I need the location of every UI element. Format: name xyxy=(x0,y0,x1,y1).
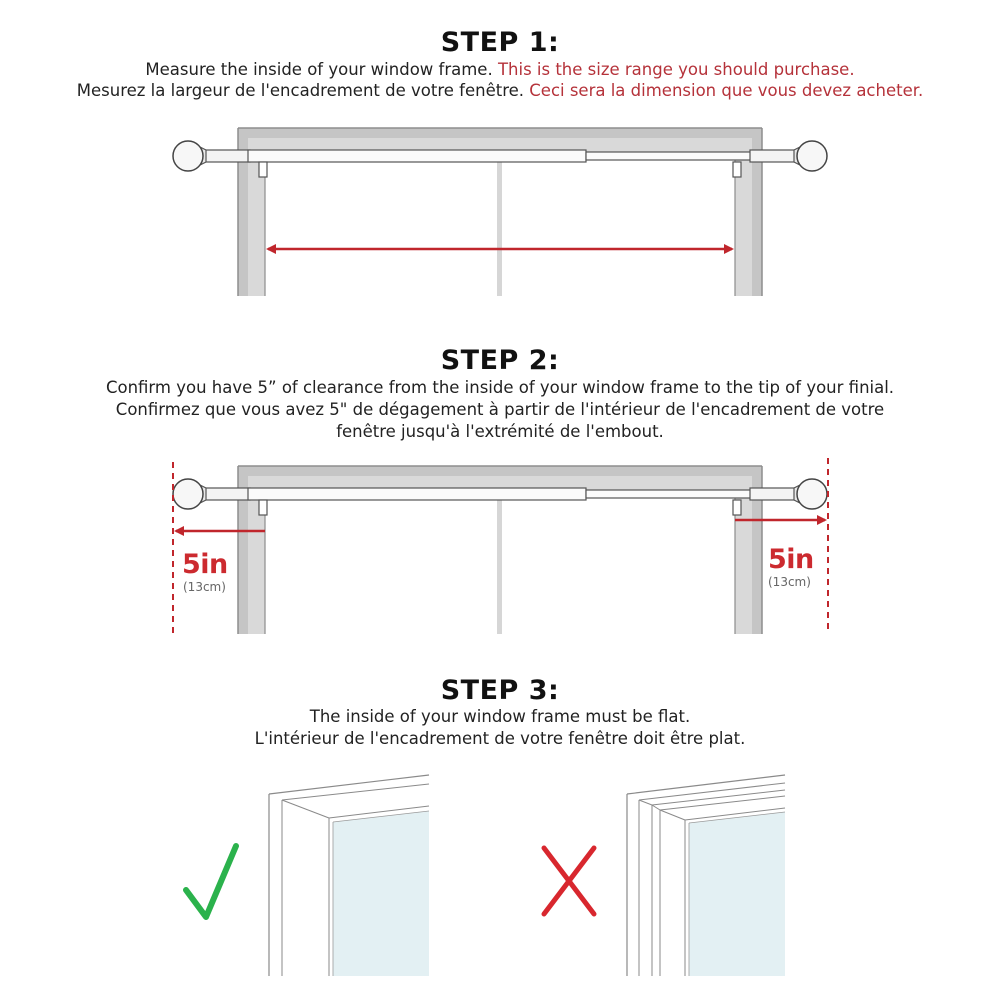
x-mark-icon xyxy=(541,845,597,917)
right-clearance-metric-label: (13cm) xyxy=(768,575,811,589)
left-clearance-label: 5in xyxy=(182,549,228,580)
step2-title: STEP 2: xyxy=(440,345,560,376)
left-finial-icon xyxy=(172,140,204,172)
step3-instruction-en: The inside of your window frame must be … xyxy=(309,707,691,726)
step2-instruction-fr-line1: Confirmez que vous avez 5" de dégagement… xyxy=(115,400,885,419)
step3-title: STEP 3: xyxy=(440,675,560,706)
left-clearance-metric-label: (13cm) xyxy=(183,580,226,594)
checkmark-icon xyxy=(183,843,239,920)
step2-instruction-en: Confirm you have 5” of clearance from th… xyxy=(105,378,895,397)
right-clearance-label: 5in xyxy=(768,544,814,575)
stepped-window-frame-illustration xyxy=(626,774,786,976)
right-finial-icon xyxy=(796,140,828,172)
step1-window-frame xyxy=(237,127,763,296)
step3-instruction-fr: L'intérieur de l'encadrement de votre fe… xyxy=(254,729,746,748)
left-finial-icon xyxy=(172,478,204,510)
right-finial-icon xyxy=(796,478,828,510)
step1-curtain-rod xyxy=(172,140,828,178)
step2-instruction-fr-line2: fenêtre jusqu'à l'extrémité de l'embout. xyxy=(336,422,664,441)
step2-curtain-rod xyxy=(172,478,828,516)
flat-window-frame-illustration xyxy=(268,774,430,976)
step1-instruction-fr-highlight: Ceci sera la dimension que vous devez ac… xyxy=(529,81,924,100)
step1-instruction-en: Measure the inside of your window frame.… xyxy=(0,59,1000,81)
step1-instruction-fr: Mesurez la largeur de l'encadrement de v… xyxy=(0,80,1000,102)
step1-instruction-en-text: Measure the inside of your window frame. xyxy=(145,60,498,79)
step1-title: STEP 1: xyxy=(440,27,560,58)
step1-instruction-en-highlight: This is the size range you should purcha… xyxy=(497,60,855,79)
step1-instruction-fr-text: Mesurez la largeur de l'encadrement de v… xyxy=(76,81,530,100)
